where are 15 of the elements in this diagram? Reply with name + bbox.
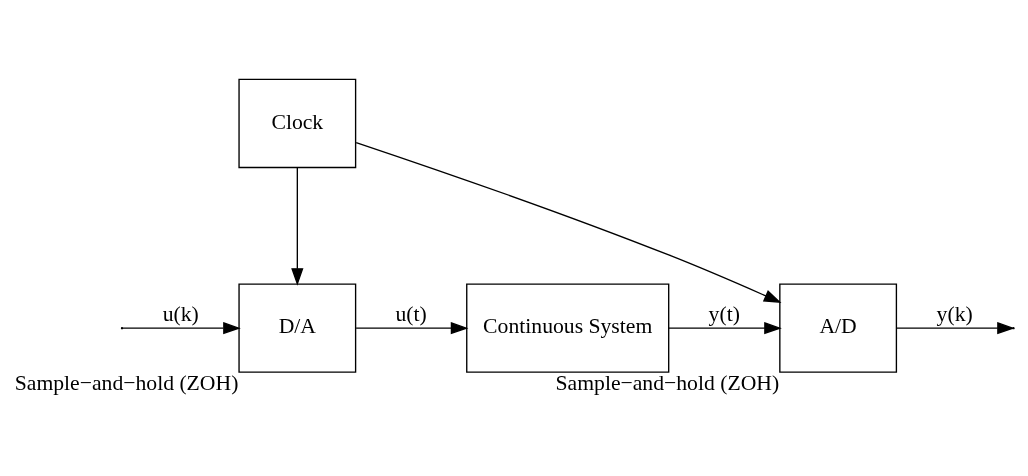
node-box: D/A [238,283,357,373]
node-box: Continuous System [466,283,670,373]
arrow [355,141,782,303]
arrow [355,321,469,335]
node-label: Sample−and−hold (ZOH) [14,370,239,395]
arrow [291,167,304,286]
node-box: Clock [238,78,357,169]
arrow [121,321,241,335]
edge-label: u(t) [395,302,427,327]
edge-label: u(k) [162,302,199,327]
node-label: Sample−and−hold (ZOH) [555,370,780,395]
node-box: A/D [779,283,898,373]
edge-label: y(t) [708,302,740,327]
arrow [668,321,782,335]
edge-label: y(k) [936,302,973,327]
